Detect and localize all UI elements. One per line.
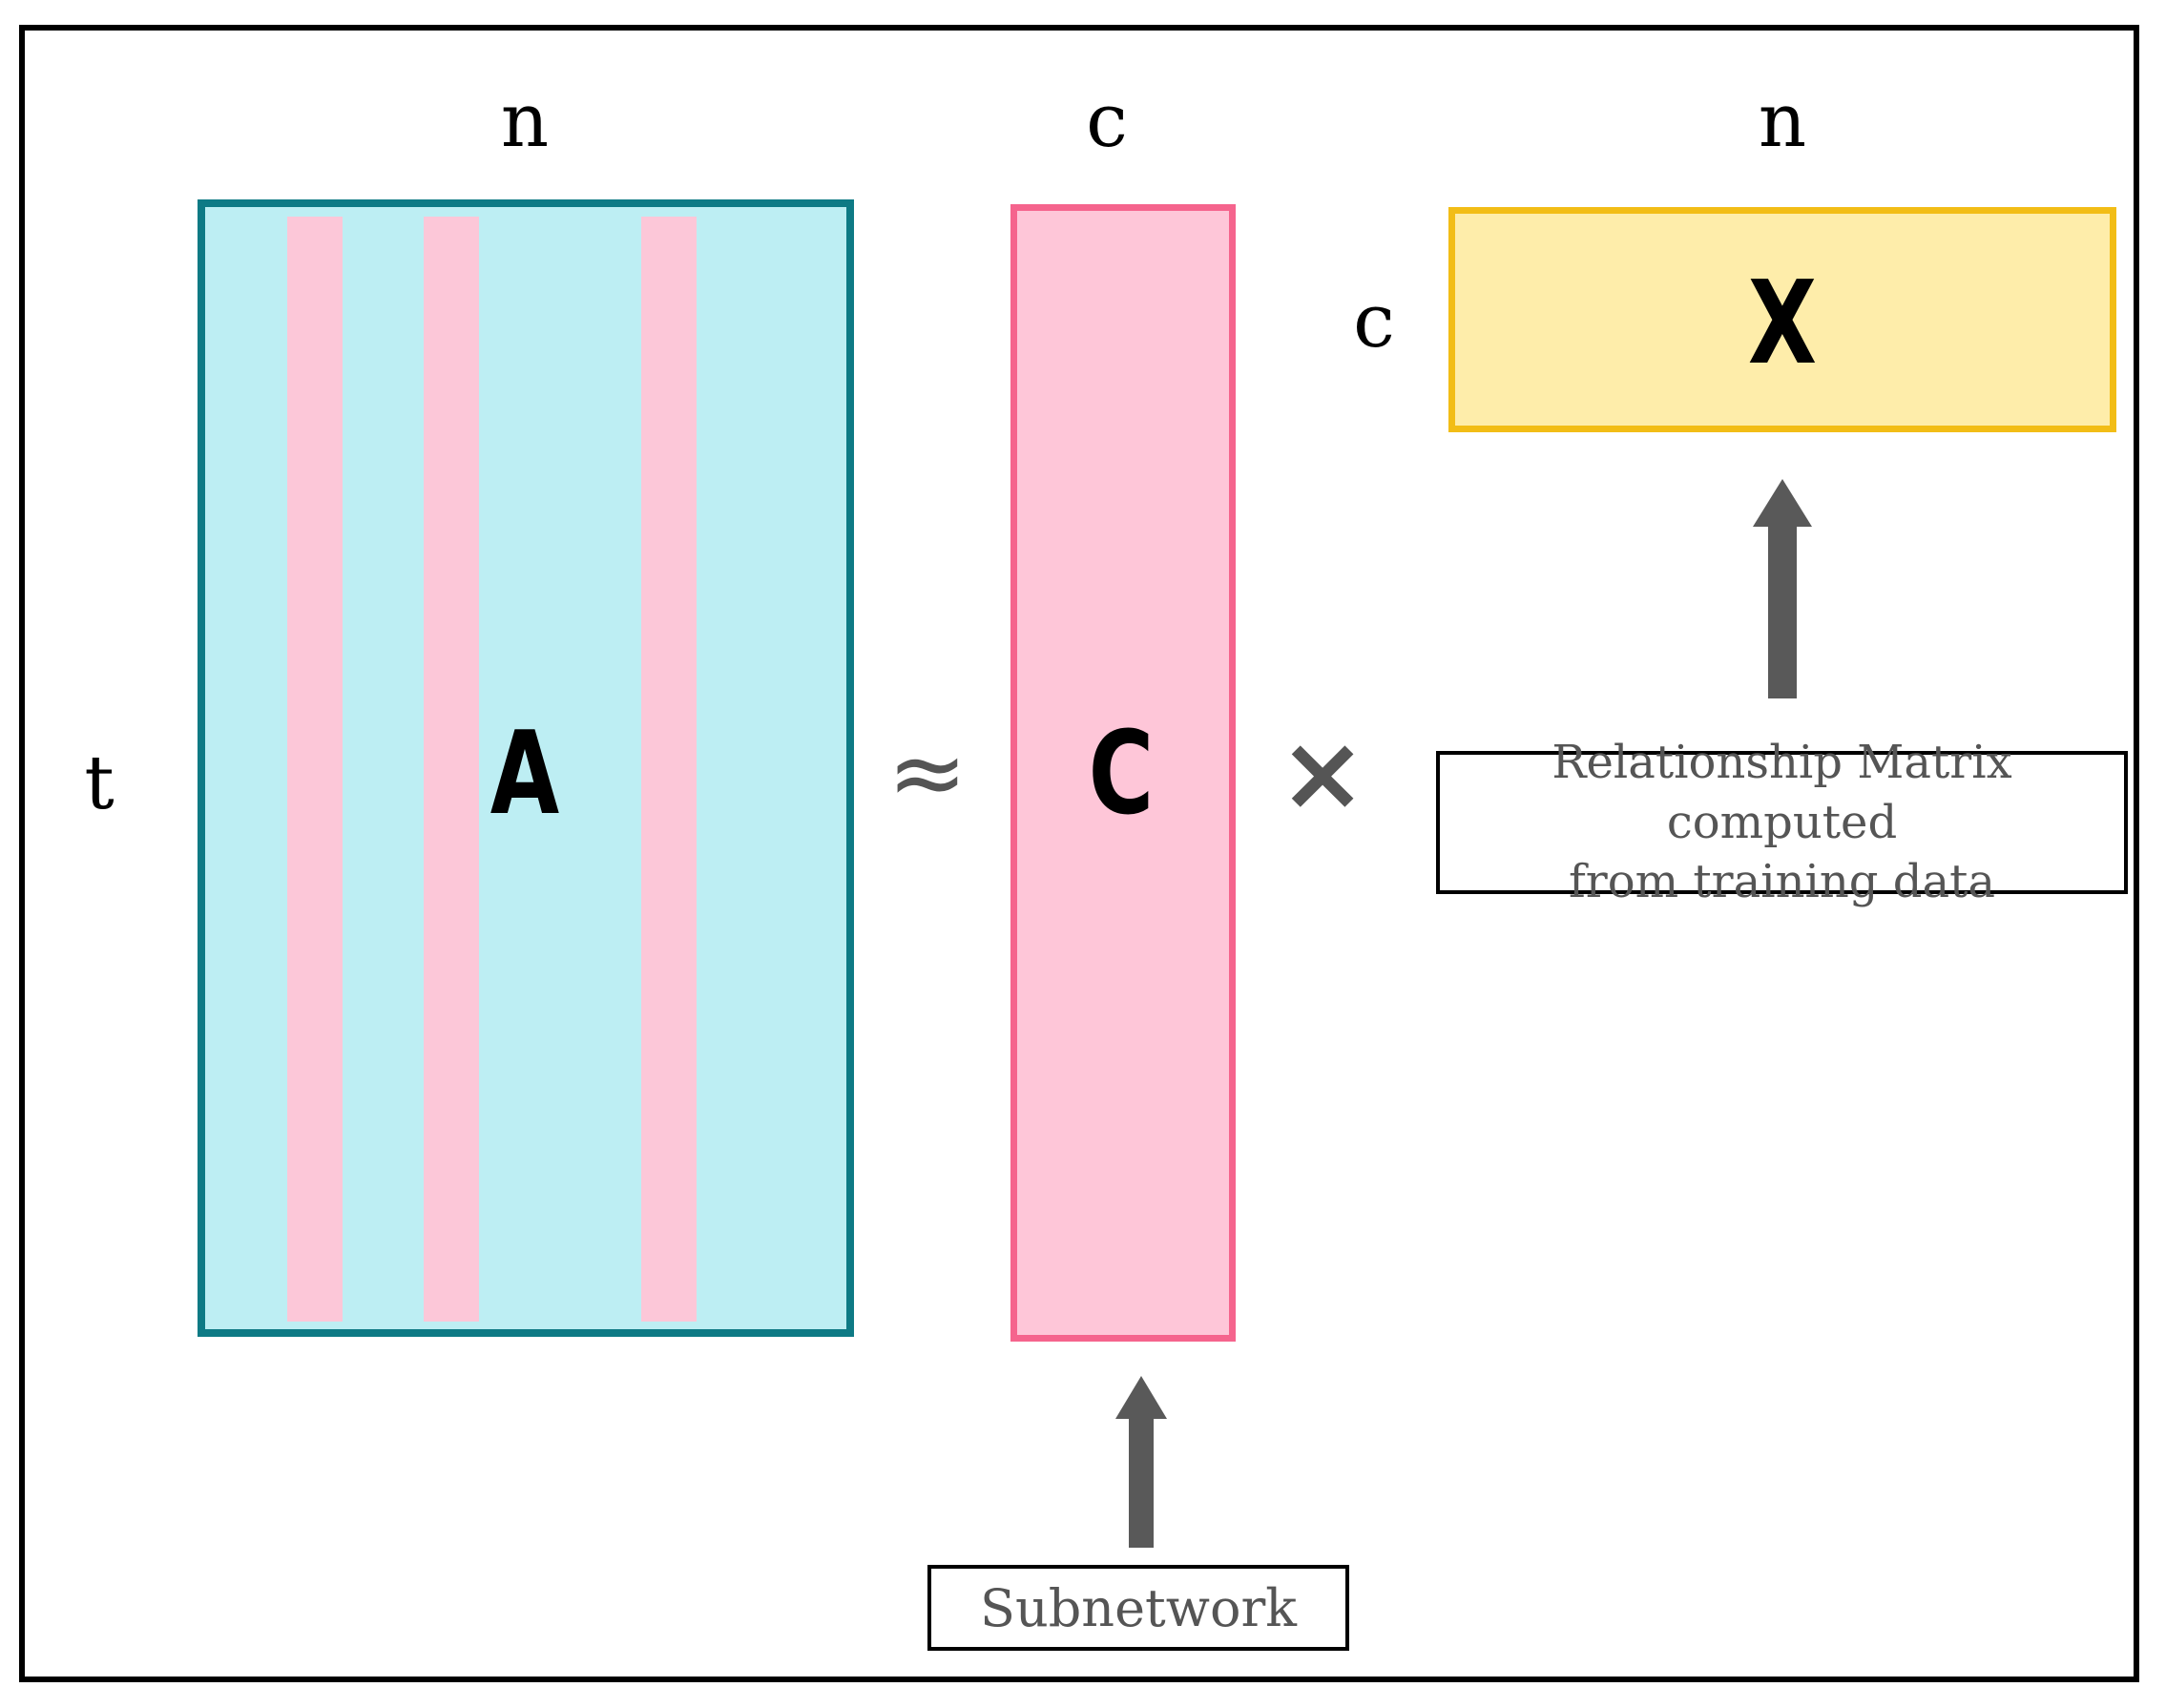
selected-column	[287, 217, 343, 1322]
matrix-x-rows-label: c	[1353, 279, 1395, 365]
relationship-matrix-callout: Relationship Matrix computed from traini…	[1436, 736, 2128, 908]
matrix-a	[198, 199, 854, 1337]
matrix-c	[1010, 204, 1236, 1342]
multiply-operator: ×	[1279, 712, 1367, 834]
matrix-a-columns-label: n	[500, 78, 550, 164]
matrix-a-label: A	[489, 708, 560, 841]
selected-column	[424, 217, 479, 1322]
matrix-c-label: C	[1088, 708, 1155, 841]
subnetwork-callout: Subnetwork	[927, 1565, 1349, 1651]
selected-column	[641, 217, 697, 1322]
up-arrow-icon	[1115, 1376, 1167, 1548]
subnetwork-label: Subnetwork	[979, 1577, 1298, 1638]
matrix-x-label: X	[1747, 258, 1818, 390]
matrix-c-columns-label: c	[1086, 78, 1128, 164]
relationship-callout-line1: Relationship Matrix computed	[1552, 736, 2012, 849]
matrix-a-rows-label: t	[84, 740, 115, 826]
relationship-callout-line2: from training data	[1569, 855, 1995, 909]
up-arrow-icon	[1753, 479, 1812, 698]
matrix-x-columns-label: n	[1758, 78, 1807, 164]
approx-operator: ≈	[887, 717, 968, 828]
matrix-x	[1448, 207, 2116, 432]
